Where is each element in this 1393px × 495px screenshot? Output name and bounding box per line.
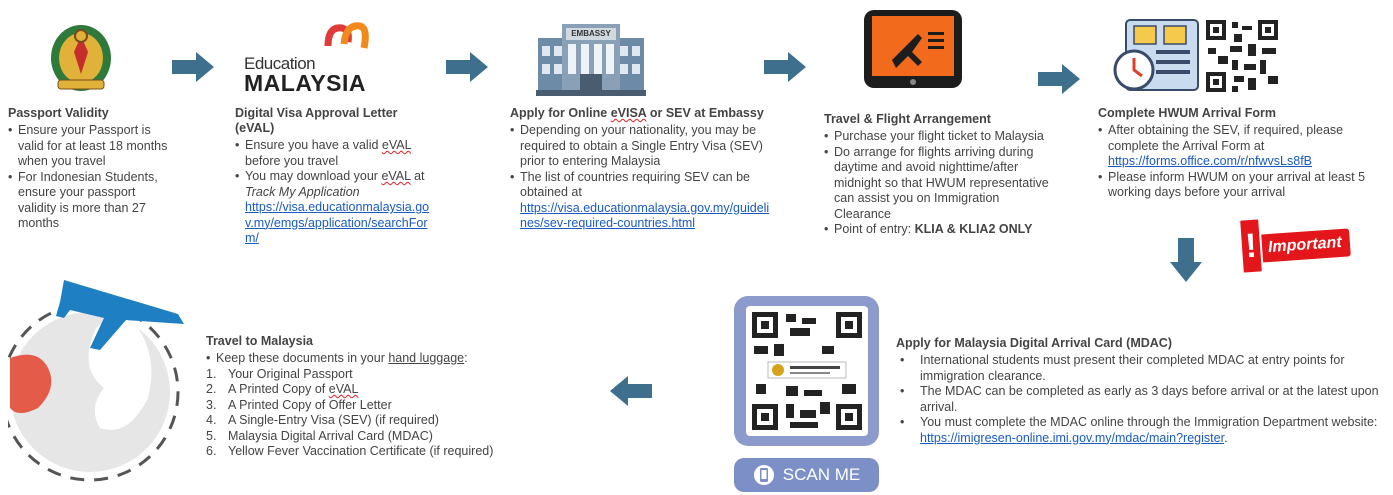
list-item: International students must present thei…: [900, 353, 1388, 384]
list-item: 5.Malaysia Digital Arrival Card (MDAC): [206, 428, 433, 443]
list-item: 3.A Printed Copy of Offer Letter: [206, 397, 392, 412]
qr-code-icon: [1204, 18, 1280, 94]
arrival-form-link[interactable]: https://forms.office.com/r/nfwvsLs8fB: [1108, 154, 1313, 168]
list-item: You may download your eVAL at Track My A…: [235, 169, 435, 247]
travel-plane-icon: [0, 268, 188, 490]
list-item: Keep these documents in your hand luggag…: [206, 351, 586, 367]
flow-arrow-icon: [764, 52, 806, 82]
education-malaysia-logo: Education MALAYSIA: [244, 18, 374, 96]
list-item: Ensure your Passport is valid for at lea…: [8, 123, 168, 170]
list-item: 6.Yellow Fever Vaccination Certificate (…: [206, 444, 494, 458]
step-title: Passport Validity: [8, 106, 109, 120]
scan-me-phone-icon: [753, 465, 774, 485]
sev-countries-link[interactable]: https://visa.educationmalaysia.gov.my/gu…: [520, 200, 770, 231]
step-title: Apply for Online eVISA or SEV at Embassy: [510, 106, 764, 120]
list-item: After obtaining the SEV, if required, pl…: [1098, 123, 1368, 170]
exclamation-icon: !: [1238, 217, 1264, 275]
list-item: Point of entry: KLIA & KLIA2 ONLY: [824, 222, 1054, 238]
step-title: Travel & Flight Arrangement: [824, 112, 991, 126]
list-item: Do arrange for flights arriving during d…: [824, 145, 1054, 223]
embassy-sign: EMBASSY: [571, 29, 611, 38]
mdac-register-link[interactable]: https://imigresen-online.imi.gov.my/mdac…: [920, 430, 1225, 445]
logo-education-text: Education: [244, 54, 316, 73]
list-item: The list of countries requiring SEV can …: [510, 170, 772, 232]
flow-arrow-left-icon: [610, 376, 652, 406]
step-arrival-form: Complete HWUM Arrival Form After obtaini…: [1098, 106, 1368, 201]
step-travel-to-malaysia: Travel to Malaysia Keep these documents …: [206, 334, 586, 460]
eval-download-link[interactable]: https://visa.educationmalaysia.gov.my/em…: [245, 200, 430, 245]
step-passport-validity: Passport Validity Ensure your Passport i…: [8, 106, 168, 232]
immigration-crest-icon: [48, 22, 114, 94]
list-item: You must complete the MDAC online throug…: [900, 415, 1388, 446]
flow-arrow-down-icon: [1170, 238, 1202, 282]
important-badge: Important !: [1238, 217, 1351, 275]
step-mdac: Apply for Malaysia Digital Arrival Card …: [896, 336, 1388, 446]
scan-me-label: SCAN ME: [782, 465, 861, 484]
list-item: Ensure you have a valid eVAL before you …: [235, 138, 435, 169]
step-title: Travel to Malaysia: [206, 334, 314, 348]
flight-tablet-icon: [862, 8, 964, 90]
flow-arrow-icon: [1038, 64, 1080, 94]
embassy-building-icon: EMBASSY: [536, 18, 646, 96]
step-apply-evisa: Apply for Online eVISA or SEV at Embassy…: [510, 106, 772, 232]
step-travel-flight: Travel & Flight Arrangement Purchase you…: [824, 112, 1054, 238]
flow-arrow-icon: [172, 52, 214, 82]
step-title: Apply for Malaysia Digital Arrival Card …: [896, 336, 1172, 350]
scan-me-button[interactable]: SCAN ME: [734, 458, 879, 492]
logo-malaysia-text: MALAYSIA: [244, 70, 366, 96]
list-item: The MDAC can be completed as early as 3 …: [900, 384, 1388, 415]
flow-arrow-icon: [446, 52, 488, 82]
list-item: 2.A Printed Copy of eVAL: [206, 382, 359, 396]
list-item: Depending on your nationality, you may b…: [510, 123, 772, 170]
list-item: Purchase your flight ticket to Malaysia: [824, 129, 1054, 145]
step-digital-visa-approval: Digital Visa Approval Letter (eVAL) Ensu…: [235, 106, 435, 247]
list-item: 4.A Single-Entry Visa (SEV) (if required…: [206, 413, 439, 427]
step-title: Complete HWUM Arrival Form: [1098, 106, 1277, 120]
mdac-qr-code-icon[interactable]: [734, 296, 879, 446]
arrival-form-icon: [1112, 18, 1202, 94]
step-title: Digital Visa Approval Letter (eVAL): [235, 106, 398, 135]
list-item: Please inform HWUM on your arrival at le…: [1098, 170, 1368, 201]
list-item: For Indonesian Students, ensure your pas…: [8, 170, 168, 232]
list-item: 1.Your Original Passport: [206, 366, 353, 381]
